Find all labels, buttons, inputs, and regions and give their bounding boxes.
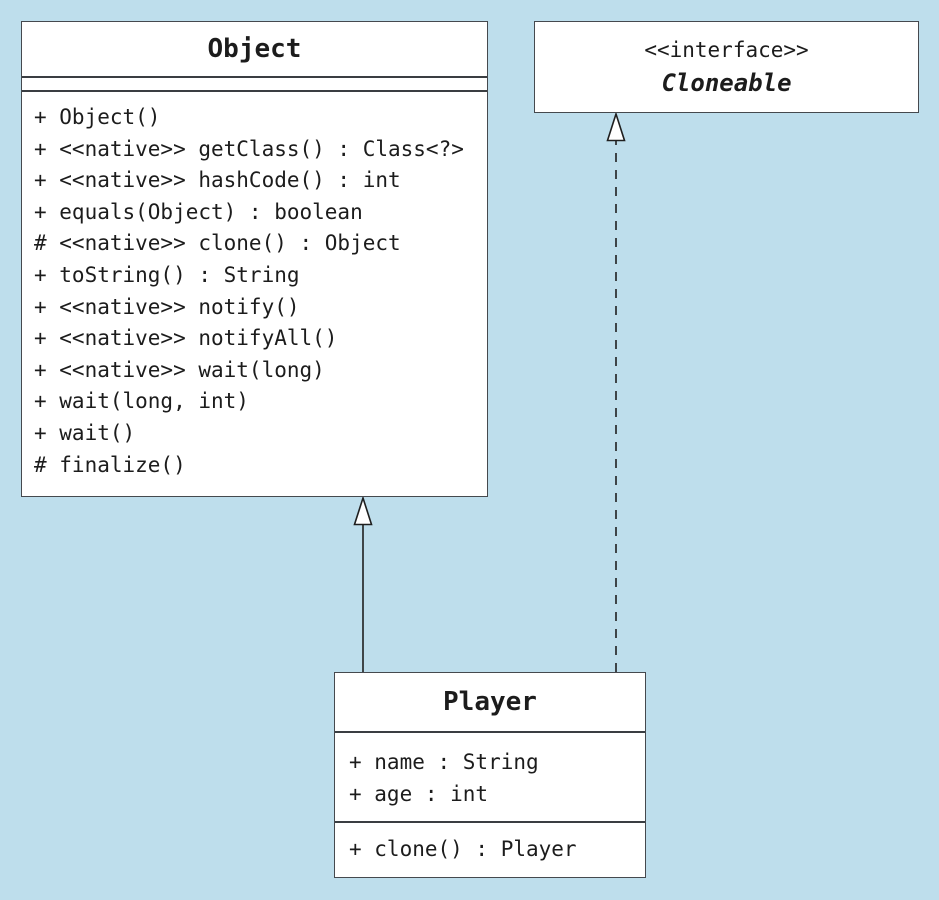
- member-line: + wait(long, int): [34, 389, 249, 414]
- member-line: + name : String: [349, 750, 539, 774]
- member-line: + <<native>> notifyAll(): [34, 326, 338, 351]
- class-box-object: Object + Object() + <<native>> getClass()…: [21, 21, 488, 497]
- member-line: + <<native>> wait(long): [34, 357, 325, 382]
- interface-name-cloneable: Cloneable: [661, 69, 792, 97]
- member-line: + toString() : String: [34, 262, 300, 287]
- interface-stereotype: <<interface>>: [644, 38, 809, 62]
- member-line: # <<native>> clone() : Object: [34, 231, 401, 256]
- object-methods-compartment: + Object() + <<native>> getClass() : Clas…: [22, 90, 487, 496]
- realization-arrow-player-to-cloneable: [606, 111, 626, 672]
- generalization-arrow-player-to-object: [353, 495, 373, 672]
- member-line: + clone() : Player: [349, 837, 577, 861]
- class-name-object: Object: [207, 34, 302, 64]
- class-box-player: Player + name : String + age : int + clon…: [334, 672, 646, 878]
- member-line: + <<native>> notify(): [34, 294, 300, 319]
- class-name-player: Player: [443, 687, 537, 717]
- player-attributes-compartment: + name : String + age : int: [335, 731, 645, 821]
- member-line: + <<native>> hashCode() : int: [34, 168, 401, 193]
- member-line: + wait(): [34, 420, 136, 445]
- member-line: + equals(Object) : boolean: [34, 199, 363, 224]
- object-attributes-compartment-empty: [22, 76, 487, 90]
- member-line: # finalize(): [34, 452, 186, 477]
- interface-box-cloneable: <<interface>> Cloneable: [534, 21, 919, 113]
- member-line: + age : int: [349, 782, 489, 806]
- member-line: + <<native>> getClass() : Class<?>: [34, 136, 464, 161]
- member-line: + Object(): [34, 105, 161, 129]
- player-methods-compartment: + clone() : Player: [335, 821, 645, 877]
